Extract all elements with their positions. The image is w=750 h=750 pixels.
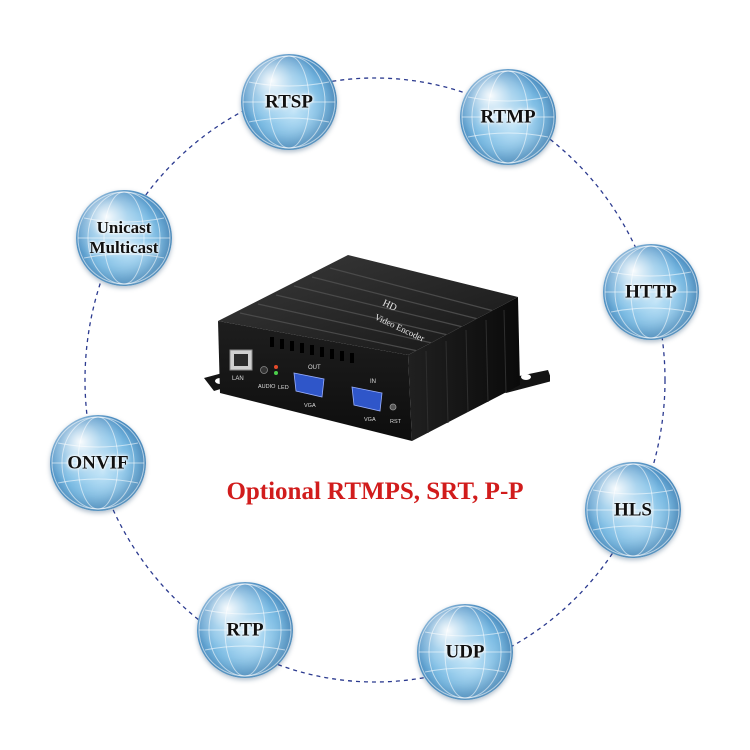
vga-out-type: VGA [304, 403, 316, 409]
audio-jack [260, 366, 268, 374]
audio-port-label: AUDIO [258, 384, 276, 390]
protocol-label: RTMP [480, 106, 536, 128]
protocol-globe-onvif: ONVIF [50, 415, 146, 511]
vga-in-type: VGA [364, 417, 376, 423]
protocol-globe-rtmp: RTMP [460, 69, 556, 165]
video-encoder-device: HD Video Encoder [200, 255, 552, 455]
globe-icon [51, 416, 145, 510]
led-red [274, 365, 278, 369]
protocol-label: ONVIF [67, 452, 129, 474]
globe-icon [604, 245, 698, 339]
vga-out-label: OUT [308, 365, 321, 371]
protocol-globe-udp: UDP [417, 604, 513, 700]
globe-icon [242, 55, 336, 149]
optional-protocols-headline: Optional RTMPS, SRT, P-P [226, 478, 524, 505]
protocol-globe-rtp: RTP [197, 582, 293, 678]
protocol-label: RTSP [265, 91, 313, 113]
protocol-globe-hls: HLS [585, 462, 681, 558]
globe-icon [586, 463, 680, 557]
protocol-label: UDP [445, 641, 485, 663]
globe-icon [461, 70, 555, 164]
vga-in-label: IN [370, 379, 376, 385]
protocol-label: Unicast Multicast [89, 218, 159, 257]
globe-icon [77, 191, 171, 285]
reset-label: RST [390, 419, 402, 425]
protocol-label: HLS [613, 499, 653, 521]
globe-icon [198, 583, 292, 677]
protocol-label: HTTP [625, 281, 677, 303]
vga-in-port [351, 386, 383, 412]
led-label: LED [278, 385, 289, 391]
globe-icon [418, 605, 512, 699]
vga-out-port [293, 372, 325, 398]
lan-port-label: LAN [232, 376, 244, 382]
protocol-globe-unicast-multicast: Unicast Multicast [76, 190, 172, 286]
protocol-label: RTP [226, 619, 264, 641]
device-side-face [408, 297, 520, 441]
led-green [274, 371, 278, 375]
protocol-globe-rtsp: RTSP [241, 54, 337, 150]
device-top-face [218, 255, 518, 355]
protocol-globe-http: HTTP [603, 244, 699, 340]
reset-button [389, 403, 397, 411]
